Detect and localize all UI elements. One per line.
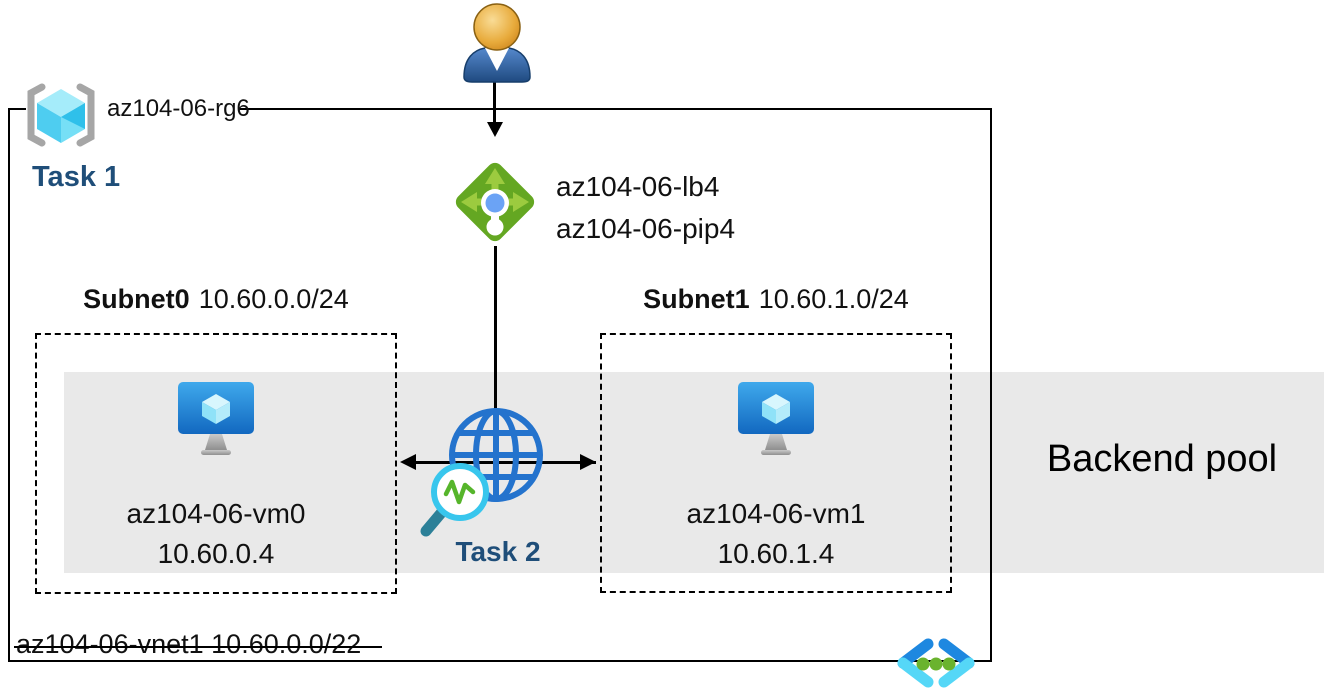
user-icon — [463, 3, 531, 83]
vm0-label: az104-06-vm0 10.60.0.4 — [35, 494, 397, 574]
user-to-lb-arrow — [493, 80, 496, 124]
resource-group-border — [8, 660, 992, 662]
vm0-name: az104-06-vm0 — [126, 498, 306, 529]
resource-group-border — [238, 108, 990, 110]
vm1-name: az104-06-vm1 — [686, 498, 866, 529]
lb-to-probe-line — [494, 246, 497, 411]
arrow-head-icon — [400, 454, 416, 470]
vnet-border-line — [14, 646, 382, 648]
vm1-label: az104-06-vm1 10.60.1.4 — [600, 494, 952, 574]
vnet-cidr: 10.60.0.0/22 — [211, 629, 362, 659]
backend-pool-label: Backend pool — [1046, 438, 1278, 480]
resource-group-border — [990, 108, 992, 662]
vnet-label: az104-06-vnet1 10.60.0.0/22 — [16, 629, 361, 660]
vm0-ip: 10.60.0.4 — [157, 538, 275, 569]
subnet0-name: Subnet0 — [83, 284, 190, 314]
subnet0-cidr: 10.60.0.0/24 — [198, 284, 349, 314]
subnet1-label: Subnet1 10.60.1.0/24 — [600, 284, 952, 315]
subnet0-label: Subnet0 10.60.0.0/24 — [35, 284, 397, 315]
task2-label: Task 2 — [455, 536, 541, 567]
globe-health-probe-icon — [420, 408, 543, 537]
load-balancer-icon — [455, 162, 535, 242]
load-balancer-name: az104-06-lb4 — [556, 171, 720, 202]
subnet1-box — [600, 333, 952, 593]
virtual-machine-icon — [738, 382, 814, 455]
backend-pool-band — [64, 372, 1324, 573]
resource-group-name: az104-06-rg6 — [107, 95, 250, 122]
task1-label: Task 1 — [32, 161, 121, 193]
virtual-machine-icon — [178, 382, 254, 455]
resource-group-border — [8, 108, 26, 110]
arrow-head-icon — [487, 122, 503, 137]
arrow-head-icon — [580, 454, 596, 470]
subnet1-name: Subnet1 — [643, 284, 750, 314]
subnet1-cidr: 10.60.1.0/24 — [758, 284, 909, 314]
subnet-to-subnet-arrow — [404, 461, 596, 464]
vm1-ip: 10.60.1.4 — [717, 538, 835, 569]
resource-group-icon — [27, 83, 95, 147]
virtual-network-icon — [897, 638, 975, 688]
load-balancer-labels: az104-06-lb4 az104-06-pip4 — [556, 166, 735, 250]
subnet0-box — [35, 333, 397, 594]
vnet-name: az104-06-vnet1 — [16, 629, 204, 659]
public-ip-name: az104-06-pip4 — [556, 213, 736, 244]
resource-group-border — [8, 108, 10, 662]
